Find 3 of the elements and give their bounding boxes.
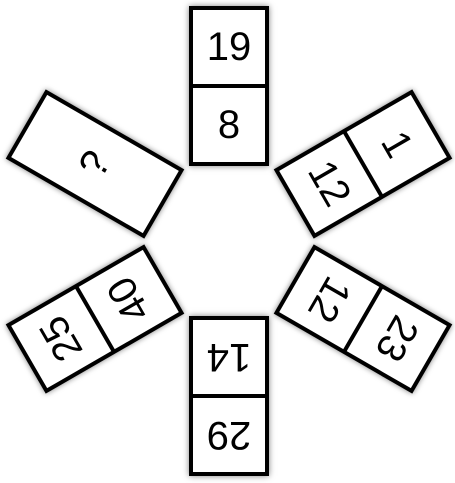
question-mark: ? <box>72 144 118 184</box>
domino-tile <box>189 6 269 166</box>
domino-tile <box>189 316 269 476</box>
